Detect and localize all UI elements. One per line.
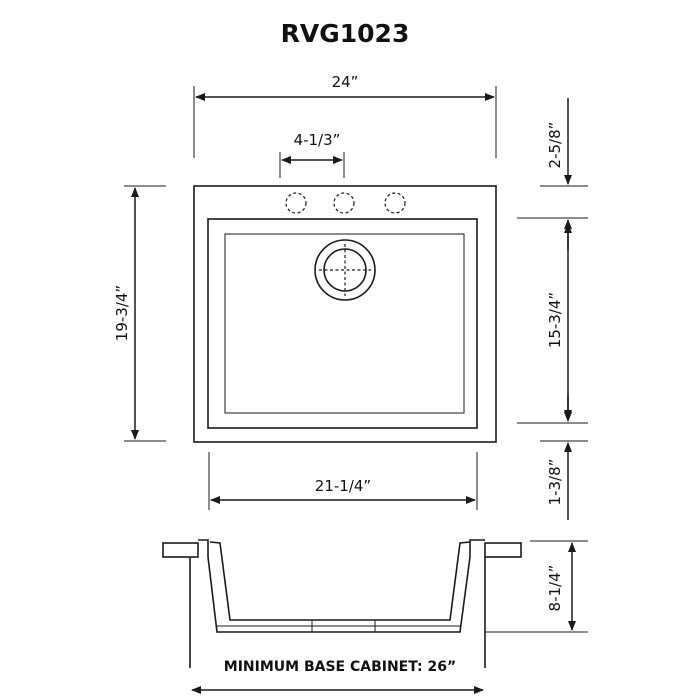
sink-height-label: 8-1/4” — [546, 565, 564, 612]
countertop-left — [162, 542, 199, 558]
side-view — [162, 539, 522, 668]
diagram-title: RVG1023 — [281, 19, 410, 48]
minimum-cabinet-label: MINIMUM BASE CABINET: 26” — [224, 659, 456, 675]
dim-sink-height: 8-1/4” — [485, 540, 588, 633]
overall-depth-label: 19-3/4” — [113, 285, 131, 341]
dim-bowl-width: 21-1/4” — [208, 452, 478, 510]
faucet-hole-icon — [333, 192, 355, 214]
rear-deck-label: 2-5/8” — [546, 122, 564, 169]
top-view — [193, 185, 497, 443]
dim-faucet-spacing: 4-1/3” — [279, 131, 345, 178]
bowl-inner — [224, 233, 465, 414]
bowl-width-label: 21-1/4” — [315, 477, 371, 495]
front-deck-label: 1-3/8” — [546, 459, 564, 506]
drain-icon — [314, 239, 376, 301]
dim-overall-depth: 19-3/4” — [113, 185, 166, 442]
dim-minimum-cabinet: MINIMUM BASE CABINET: 26” — [191, 655, 484, 694]
faucet-hole-icon — [285, 192, 307, 214]
faucet-spacing-label: 4-1/3” — [294, 131, 341, 149]
dim-overall-width: 24” — [193, 73, 497, 158]
dim-right-side: 2-5/8” 15-3/4” 1-3/8” — [517, 98, 588, 520]
sink-profile-inner — [209, 541, 471, 621]
faucet-hole-icon — [384, 192, 406, 214]
sink-profile-outer — [198, 539, 485, 633]
overall-width-label: 24” — [332, 73, 359, 91]
bowl-depth-label: 15-3/4” — [546, 292, 564, 348]
sink-outline — [193, 185, 497, 443]
countertop-right — [484, 542, 522, 558]
bowl-outer — [207, 218, 478, 429]
